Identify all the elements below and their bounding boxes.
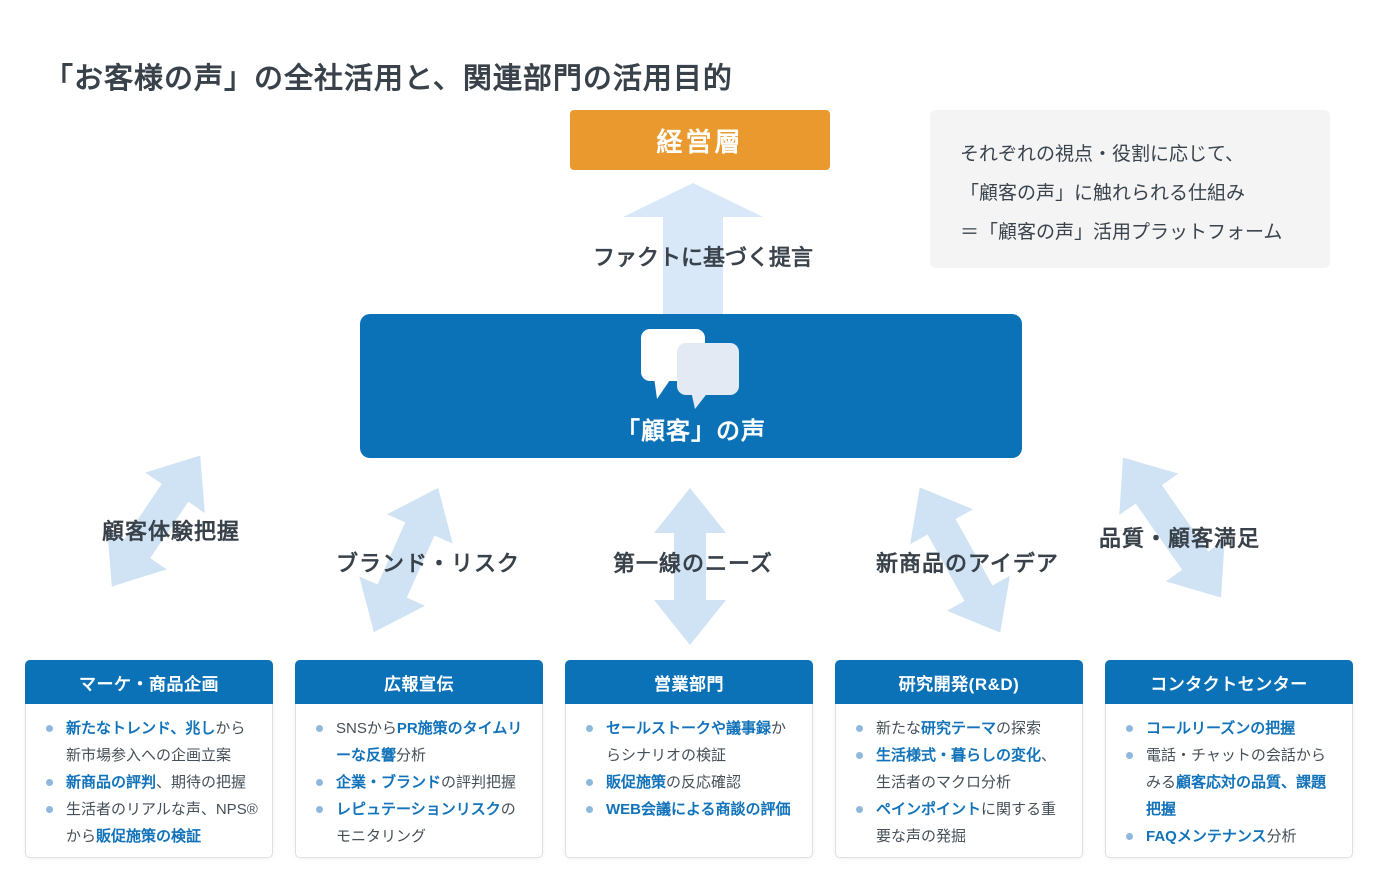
management-box: 経営層 [570,110,830,170]
department-item: セールストークや議事録からシナリオの検証 [584,715,800,769]
department-card-title: コンタクトセンター [1105,660,1353,704]
department-item: 新商品の評判、期待の把握 [44,769,260,796]
department-item: コールリーズンの把握 [1124,715,1340,742]
customer-voice-label: 「顧客」の声 [616,418,766,445]
department-item-list: SNSからPR施策のタイムリーな反響分析企業・ブランドの評判把握レピュテーション… [314,715,530,850]
fact-arrow-label: ファクトに基づく提言 [592,245,813,270]
department-item: 生活様式・暮らしの変化、生活者のマクロ分析 [854,742,1070,796]
note-line: 「顧客の声」に触れられる仕組み [960,183,1246,204]
double-arrow-icon [1093,437,1250,618]
double-arrow-icon [82,435,230,606]
link-label-customer-experience: 顧客体験把握 [102,519,241,544]
department-card-title: マーケ・商品企画 [25,660,273,704]
note-line: ＝「顧客の声」活用プラットフォーム [960,222,1283,243]
note-panel: それぞれの視点・役割に応じて、 「顧客の声」に触れられる仕組み ＝「顧客の声」活… [930,110,1330,268]
department-card-title: 広報宣伝 [295,660,543,704]
department-item: 企業・ブランドの評判把握 [314,769,530,796]
department-card-marketing: マーケ・商品企画 新たなトレンド、兆しから新市場参入への企画立案新商品の評判、期… [25,660,273,858]
link-label-new-product-ideas: 新商品のアイデア [876,551,1059,576]
link-label-brand-risk: ブランド・リスク [336,551,521,576]
link-label-frontline-needs: 第一線のニーズ [613,551,773,576]
management-box-label: 経営層 [656,126,744,157]
double-arrow-icon [341,473,471,647]
department-item: WEB会議による商談の評価 [584,796,800,823]
department-item: レピュテーションリスクのモニタリング [314,796,530,850]
customer-voice-box: 「顧客」の声 [360,314,1022,458]
department-item-list: 新たなトレンド、兆しから新市場参入への企画立案新商品の評判、期待の把握生活者のリ… [44,715,260,850]
department-item: FAQメンテナンス分析 [1124,823,1340,850]
department-card-pr: 広報宣伝 SNSからPR施策のタイムリーな反響分析企業・ブランドの評判把握レピュ… [295,660,543,858]
department-item: 生活者のリアルな声、NPS®から販促施策の検証 [44,796,260,850]
department-item-list: 新たな研究テーマの探索生活様式・暮らしの変化、生活者のマクロ分析ペインポイントに… [854,715,1070,850]
department-card-rnd: 研究開発(R&D) 新たな研究テーマの探索生活様式・暮らしの変化、生活者のマクロ… [835,660,1083,858]
double-arrow-icon [888,470,1031,650]
department-card-title: 営業部門 [565,660,813,704]
department-card-contact-center: コンタクトセンター コールリーズンの把握電話・チャットの会話からみる顧客応対の品… [1105,660,1353,858]
department-item: 新たな研究テーマの探索 [854,715,1070,742]
link-label-quality-satisfaction: 品質・顧客満足 [1099,526,1261,551]
double-arrow-icon [654,488,726,645]
page-title: 「お客様の声」の全社活用と、関連部門の活用目的 [44,63,733,96]
speech-bubbles-icon [639,329,743,414]
department-item: 販促施策の反応確認 [584,769,800,796]
up-arrow-icon [623,183,763,316]
department-item: ペインポイントに関する重要な声の発掘 [854,796,1070,850]
department-item: 電話・チャットの会話からみる顧客応対の品質、課題把握 [1124,742,1340,823]
department-card-title: 研究開発(R&D) [835,660,1083,704]
note-line: それぞれの視点・役割に応じて、 [960,144,1245,165]
department-item: SNSからPR施策のタイムリーな反響分析 [314,715,530,769]
department-item: 新たなトレンド、兆しから新市場参入への企画立案 [44,715,260,769]
